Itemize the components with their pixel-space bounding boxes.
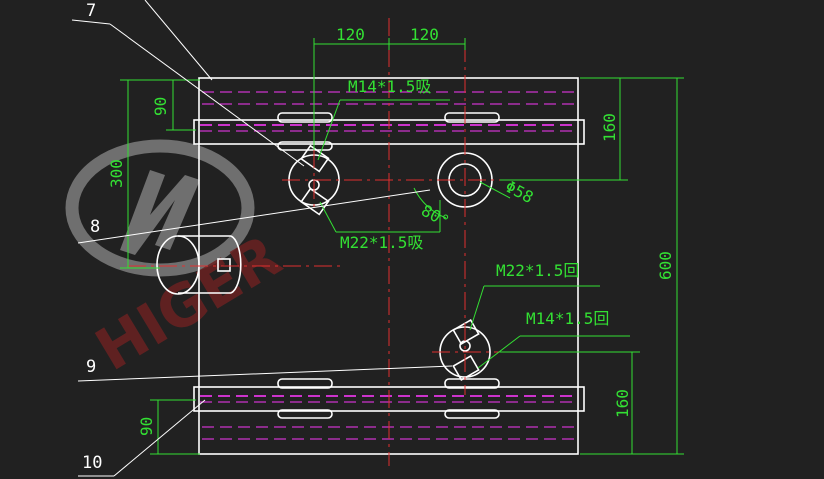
thread-label-lower-small: M14*1.5回: [526, 309, 609, 328]
callout-9: 9: [86, 357, 96, 377]
watermark-text: HIGER: [84, 222, 292, 384]
centerlines: [128, 18, 500, 466]
callout-7: 7: [86, 1, 96, 21]
dim-angle: 80°: [418, 201, 452, 231]
thread-label-upper-large: M22*1.5吸: [340, 233, 423, 252]
dim-right-bottom-160: 160: [613, 389, 632, 418]
dim-left-300: 300: [107, 159, 126, 188]
callout-10: 10: [82, 453, 102, 473]
thread-label-lower-large: M22*1.5回: [496, 261, 579, 280]
callout-leaders: [71, 0, 453, 477]
dimension-lines: [120, 38, 684, 455]
dim-right-600: 600: [656, 251, 675, 280]
dim-right-top-160: 160: [600, 113, 619, 142]
dim-diameter: Φ58: [502, 177, 536, 207]
thread-label-upper-small: M14*1.5吸: [348, 77, 431, 96]
callout-8: 8: [90, 217, 100, 237]
dim-top-left-120: 120: [336, 25, 365, 44]
dim-left-top-90: 90: [151, 97, 170, 116]
dim-left-bottom-90: 90: [137, 417, 156, 436]
dim-top-right-120: 120: [410, 25, 439, 44]
